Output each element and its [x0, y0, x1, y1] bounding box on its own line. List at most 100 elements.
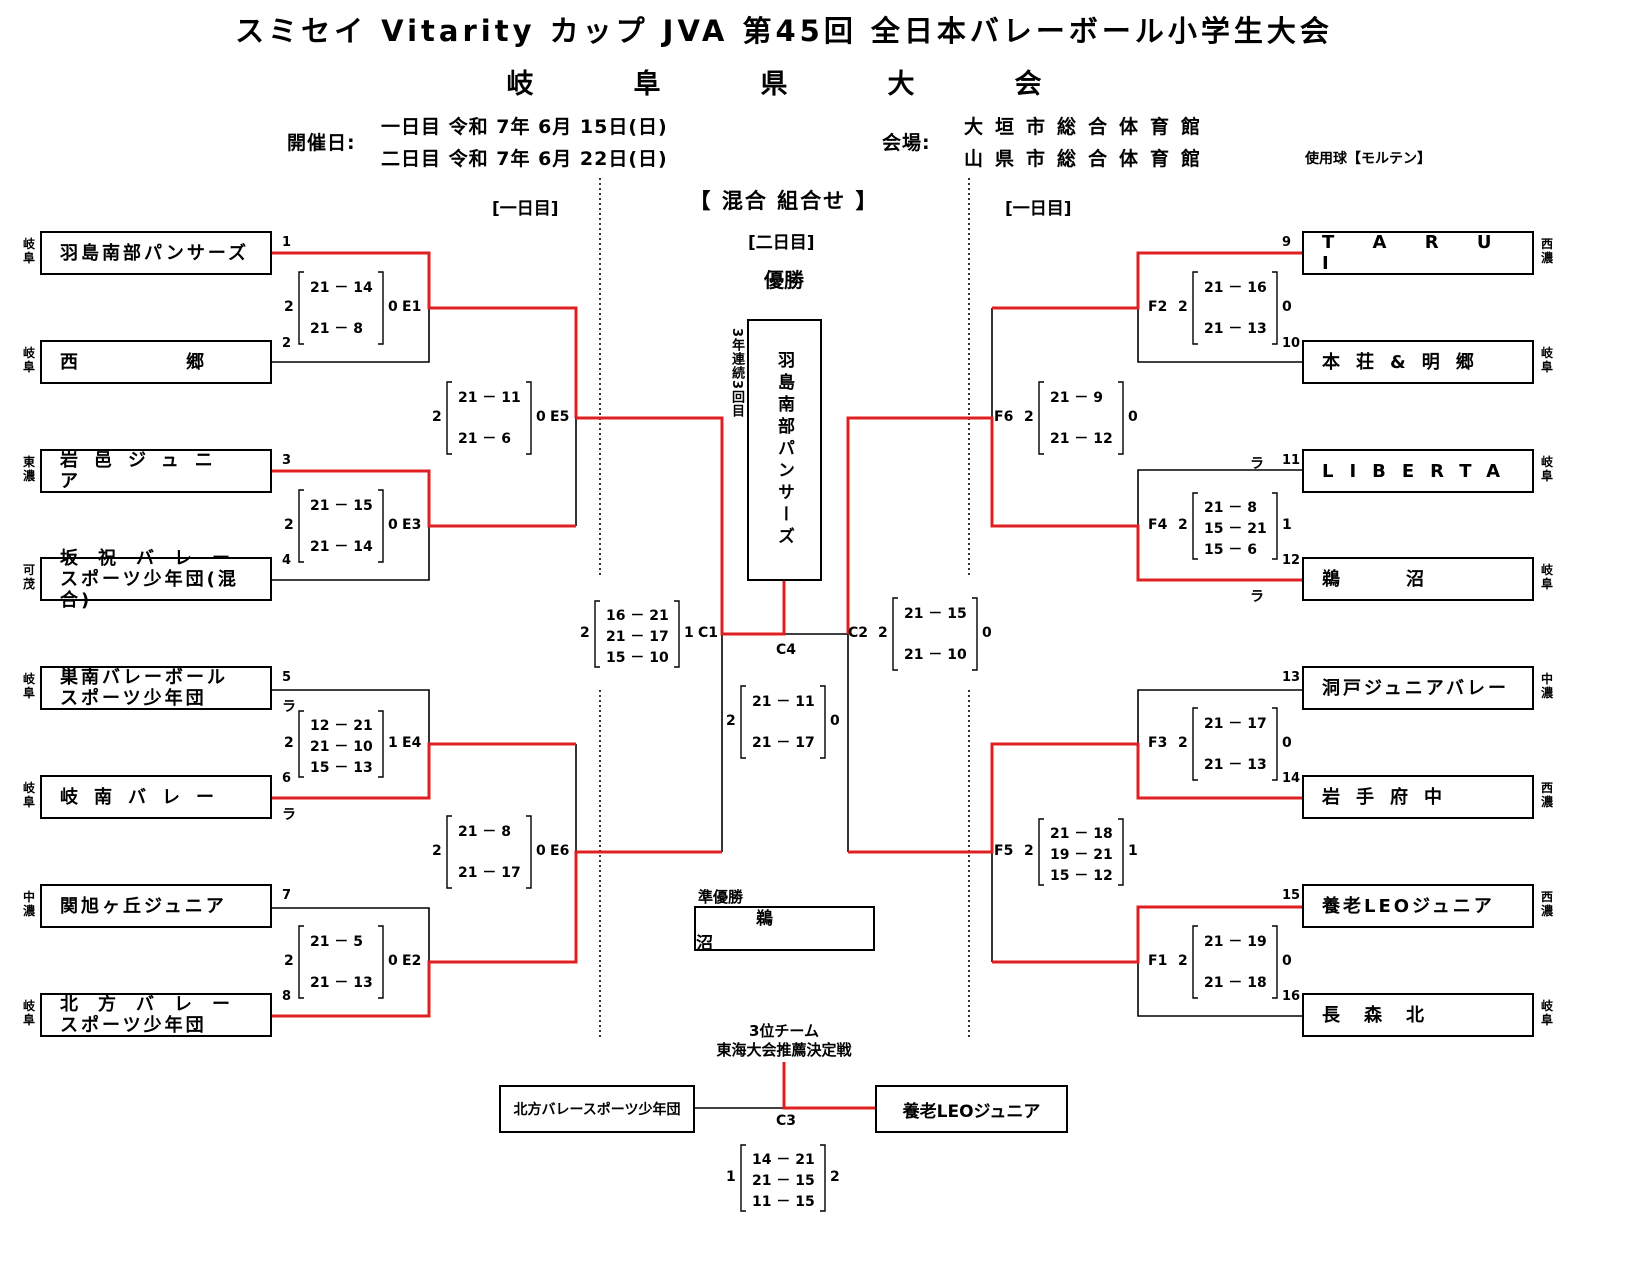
set-score: 21 － 6 — [458, 431, 511, 447]
seed-number: 16 — [1282, 989, 1301, 1004]
match-code: E4 — [402, 735, 422, 751]
set-score: 12 － 21 — [310, 718, 373, 734]
team-box: 坂祝バレースポーツ少年団(混合) — [40, 548, 272, 611]
page-title: スミセイ Vitarity カップ JVA 第45回 全日本バレーボール小学生大… — [235, 14, 1333, 48]
team-name: T A R U I — [1322, 232, 1508, 274]
set-score: 21 － 8 — [310, 321, 363, 337]
set-score: 15 － 13 — [310, 760, 373, 776]
score-bracket — [1192, 492, 1278, 560]
seed-number: 12 — [1282, 553, 1301, 568]
team-name: 北方バレー — [60, 994, 250, 1015]
set-score: 15 － 12 — [1050, 868, 1113, 884]
seed-number: 14 — [1282, 771, 1301, 786]
team-name: 羽島南部パンサーズ — [60, 242, 249, 264]
set-score: 21 － 9 — [1050, 390, 1103, 406]
sets-won-bottom: 0 — [388, 517, 398, 533]
sets-won-bottom: 0 — [388, 953, 398, 969]
seed-number: 5 — [282, 670, 292, 685]
team-name: 岩邑ジュニア — [60, 450, 229, 492]
score-bracket — [1038, 381, 1124, 455]
sets-won-top: 2 — [726, 713, 736, 729]
set-score: 21 － 17 — [1204, 716, 1267, 732]
champion-box: 羽島南部パンサーズ — [747, 319, 822, 581]
set-score: 14 － 21 — [752, 1152, 815, 1168]
team-name: 巣南バレーボール — [60, 667, 228, 688]
team-name: 長 森 北 — [1322, 1004, 1427, 1026]
sets-won-top: 2 — [284, 517, 294, 533]
seed-number: 11 — [1282, 453, 1301, 468]
team-name-line2: スポーツ少年団 — [60, 1015, 207, 1036]
team-box: 養老LEOジュニア — [1302, 884, 1534, 928]
bracket-lines — [272, 178, 1302, 1110]
team-name: 養老LEOジュニア — [1322, 895, 1495, 917]
venue-label: 会場: — [882, 132, 931, 154]
seed-number: 8 — [282, 989, 292, 1004]
team-box: 洞戸ジュニアバレー — [1302, 666, 1534, 710]
team-box: LIBERTA — [1302, 449, 1534, 493]
team-box: 岐南バレー — [40, 775, 272, 819]
sets-won-top: 2 — [1178, 517, 1188, 533]
champion-note: 3年連続3回目 — [729, 328, 744, 419]
score-bracket — [892, 597, 978, 671]
sets-won-top: 2 — [432, 409, 442, 425]
third-left-box: 北方バレースポーツ少年団 — [499, 1085, 695, 1133]
sets-won-top: 2 — [1178, 299, 1188, 315]
match-code: C3 — [776, 1113, 797, 1129]
team-box: 本荘&明郷 — [1302, 340, 1534, 384]
set-score: 21 － 16 — [1204, 280, 1267, 296]
seed-number: 3 — [282, 453, 292, 468]
team-box: 鵜 沼 — [1302, 557, 1534, 601]
score-bracket — [740, 685, 826, 759]
team-name: 坂祝バレー — [60, 547, 250, 569]
set-score: 21 － 14 — [310, 539, 373, 555]
day2-date: 二日目 令和 7年 6月 22日(日) — [381, 148, 668, 170]
ball-info: 使用球【モルテン】 — [1305, 151, 1431, 167]
sets-won-top: 1 — [726, 1169, 736, 1185]
set-score: 21 － 8 — [1204, 500, 1257, 516]
score-bracket — [1192, 271, 1278, 345]
set-score: 21 － 11 — [458, 390, 521, 406]
match-code: E3 — [402, 517, 422, 533]
seed-number: 13 — [1282, 670, 1301, 685]
prefecture-label: 岐阜 — [1540, 346, 1553, 374]
seed-number: 6 — [282, 771, 292, 786]
match-code: C4 — [776, 642, 797, 658]
rotation-mark: ラ — [282, 807, 296, 823]
match-code: E1 — [402, 299, 422, 315]
seed-number: 10 — [1282, 336, 1301, 351]
team-box: 羽島南部パンサーズ — [40, 231, 272, 275]
set-score: 11 － 15 — [752, 1194, 815, 1210]
score-bracket — [1038, 818, 1124, 886]
seed-number: 4 — [282, 553, 292, 568]
day1-left-label: [一日目] — [492, 199, 559, 219]
score-bracket — [1192, 707, 1278, 781]
set-score: 21 － 10 — [904, 647, 967, 663]
sets-won-bottom: 2 — [830, 1169, 840, 1185]
prefecture-label: 岐阜 — [22, 672, 35, 700]
set-score: 21 － 13 — [1204, 321, 1267, 337]
seed-number: 9 — [1282, 235, 1292, 250]
set-score: 21 － 17 — [752, 735, 815, 751]
rotation-mark: ラ — [1250, 456, 1264, 472]
match-code: F4 — [1148, 517, 1168, 533]
set-score: 21 － 15 — [904, 606, 967, 622]
runner-up-label: 準優勝 — [698, 888, 744, 906]
team-name: 洞戸ジュニアバレー — [1322, 677, 1510, 699]
sets-won-top: 2 — [1024, 409, 1034, 425]
match-code: F3 — [1148, 735, 1168, 751]
match-code: F2 — [1148, 299, 1168, 315]
team-name: 岐南バレー — [60, 786, 230, 808]
set-score: 21 － 18 — [1050, 826, 1113, 842]
prefecture-label: 東濃 — [22, 455, 35, 483]
third-right-box: 養老LEOジュニア — [875, 1085, 1068, 1133]
sets-won-bottom: 0 — [536, 409, 546, 425]
seed-number: 2 — [282, 336, 292, 351]
set-score: 15 － 21 — [1204, 521, 1267, 537]
sets-won-top: 2 — [1024, 843, 1034, 859]
match-code: E6 — [550, 843, 570, 859]
third-label-1: 3位チーム — [749, 1022, 819, 1040]
set-score: 21 － 18 — [1204, 975, 1267, 991]
team-name-line2: スポーツ少年団(混合) — [60, 568, 239, 611]
sets-won-bottom: 1 — [1128, 843, 1138, 859]
set-score: 16 － 21 — [606, 608, 669, 624]
